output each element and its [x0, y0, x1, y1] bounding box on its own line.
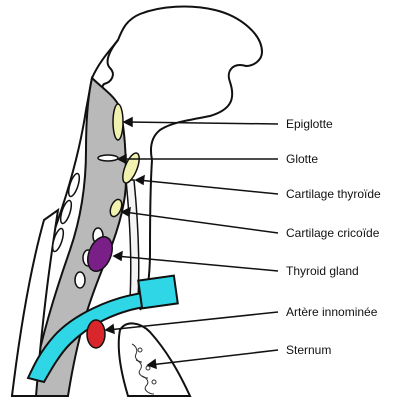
tracheal-ring-3 [75, 272, 85, 288]
glottis-shape [98, 155, 118, 161]
label-artere-innominee: Artère innominée [286, 305, 377, 319]
artery-shape [87, 320, 105, 348]
leader-thyroid-gland [116, 256, 278, 271]
leader-epiglotte [126, 122, 278, 124]
leader-cartilage-thyroide [138, 180, 278, 194]
epiglottis-shape [113, 104, 123, 140]
label-cartilage-cricoide: Cartilage cricoïde [286, 226, 379, 240]
esophagus [126, 180, 139, 300]
label-sternum: Sternum [286, 343, 331, 357]
label-thyroid-gland: Thyroid gland [286, 264, 359, 278]
label-epiglotte: Epiglotte [286, 117, 333, 131]
label-cartilage-thyroide: Cartilage thyroïde [286, 187, 381, 201]
leader-cartilage-cricoide [124, 212, 278, 233]
leader-artere-innominee [108, 312, 278, 330]
label-glotte: Glotte [286, 152, 318, 166]
vessel-end-box [138, 276, 178, 309]
